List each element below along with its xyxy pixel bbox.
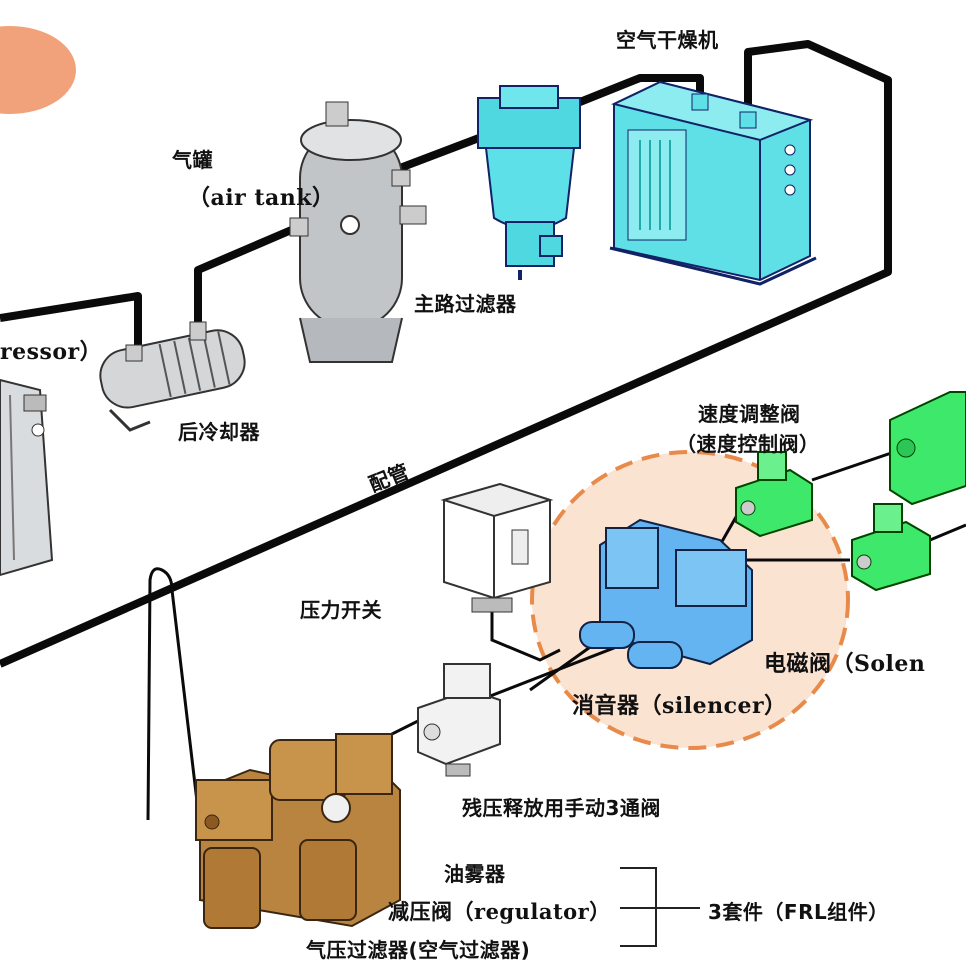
pipe-switch (490, 600, 561, 662)
main-filter-label: 主路过滤器 (414, 292, 517, 316)
pipe-aftercooler-tank (194, 224, 298, 330)
pipe-speed-cyl1 (811, 448, 901, 482)
compressor-label: ressor） (0, 339, 103, 365)
air-tank (289, 101, 427, 363)
frl-bracket (620, 867, 700, 947)
air-dryer (609, 80, 817, 286)
solenoid-valve (579, 518, 753, 669)
speed-control-valve-2 (851, 503, 931, 592)
main-line-filter (477, 85, 581, 280)
air-dryer-label: 空气干燥机 (616, 28, 719, 52)
compressor-blob (0, 26, 76, 114)
lubricator-label: 油雾器 (444, 862, 506, 886)
pressure-switch (440, 482, 554, 613)
silencer-label: 消音器（silencer） (572, 693, 787, 719)
pipe-dryer-loop (0, 40, 892, 668)
pipe-filter-dryer (558, 74, 704, 114)
air-tank-label-en: （air tank） (188, 185, 335, 211)
manual-valve-label: 残压释放用手动3通阀 (462, 796, 661, 820)
frl-unit (195, 733, 401, 929)
compressor-cabinet (0, 378, 54, 577)
aftercooler-label: 后冷却器 (178, 420, 260, 444)
air-tank-label-cn: 气罐 (172, 148, 213, 172)
pressure-switch-label: 压力开关 (300, 598, 382, 622)
pipe-frl-loop (146, 567, 200, 821)
aftercooler (99, 321, 246, 432)
cylinder (889, 391, 966, 506)
solenoid-label: 电磁阀（Solen (764, 651, 926, 677)
air-filter-label: 气压过滤器(空气过滤器) (306, 938, 531, 962)
speed-valve-alt-label: （速度控制阀） (676, 432, 820, 456)
frl-label: 3套件（FRL组件） (708, 900, 889, 924)
speed-control-valve-1 (735, 451, 813, 538)
pipe-speed-cyl2 (929, 523, 966, 542)
manual-3way-valve (417, 663, 501, 777)
speed-valve-label: 速度调整阀 (698, 402, 801, 426)
pipe-compressor-aftercooler (0, 292, 142, 345)
regulator-label: 减压阀（regulator） (388, 899, 611, 924)
